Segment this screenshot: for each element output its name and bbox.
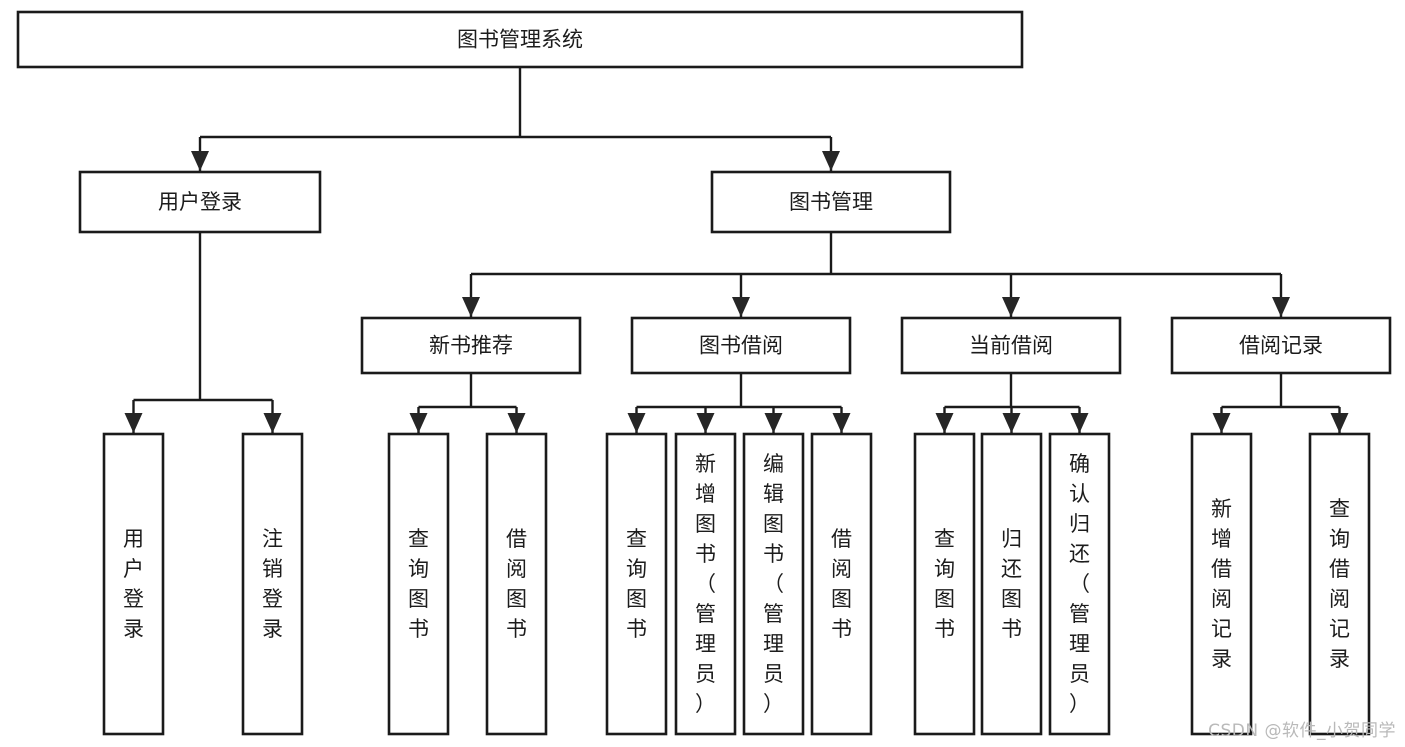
arrow-head-icon <box>627 413 646 433</box>
nodes-layer: 图书管理系统用户登录图书管理新书推荐图书借阅当前借阅借阅记录用户登录注销登录查询… <box>16 10 1392 736</box>
node-leaf-return-book-label: 归还图书 <box>1001 527 1022 641</box>
node-leaf-add-borrow-record-label: 新增借阅记录 <box>1211 497 1232 671</box>
node-leaf-edit-book-admin[interactable]: 编辑图书（管理员） <box>742 432 805 736</box>
arrow-head-icon <box>1212 413 1231 433</box>
node-current-borrow-box <box>900 316 1122 375</box>
node-book-management-box <box>710 170 952 234</box>
node-leaf-add-book-admin-box <box>674 432 737 736</box>
arrow-head-icon <box>1330 413 1349 433</box>
node-leaf-edit-book-admin-box <box>742 432 805 736</box>
arrow-head-icon <box>764 413 783 433</box>
node-leaf-add-book-admin-label: 新增图书（管理员） <box>695 452 716 716</box>
node-leaf-user-login[interactable]: 用户登录 <box>102 432 165 736</box>
node-leaf-query-books-recommend-box <box>387 432 450 736</box>
node-root-system-box <box>16 10 1024 69</box>
node-leaf-borrow-books-recommend-box <box>485 432 548 736</box>
node-current-borrow-label: 当前借阅 <box>969 334 1053 358</box>
node-leaf-logout[interactable]: 注销登录 <box>241 432 304 736</box>
arrow-head-icon <box>935 413 954 433</box>
node-book-management-label: 图书管理 <box>789 190 873 214</box>
node-borrow-record-box <box>1170 316 1392 375</box>
node-leaf-borrow-books-recommend-label: 借阅图书 <box>506 527 527 641</box>
node-leaf-borrow-books-recommend[interactable]: 借阅图书 <box>485 432 548 736</box>
node-leaf-borrow-book-label: 借阅图书 <box>831 527 852 641</box>
node-book-borrow-box <box>630 316 852 375</box>
node-new-book-recommend-box <box>360 316 582 375</box>
arrow-head-icon <box>263 413 282 433</box>
node-new-book-recommend[interactable]: 新书推荐 <box>360 316 582 375</box>
node-user-login[interactable]: 用户登录 <box>78 170 322 234</box>
node-book-borrow[interactable]: 图书借阅 <box>630 316 852 375</box>
node-leaf-user-login-box <box>102 432 165 736</box>
arrow-head-icon <box>409 413 428 433</box>
arrow-head-icon <box>732 297 750 317</box>
node-leaf-return-book[interactable]: 归还图书 <box>980 432 1043 736</box>
node-user-login-box <box>78 170 322 234</box>
node-borrow-record[interactable]: 借阅记录 <box>1170 316 1392 375</box>
node-leaf-query-books-current-box <box>913 432 976 736</box>
arrow-head-icon <box>822 151 840 171</box>
node-leaf-confirm-return-admin-label: 确认归还（管理员） <box>1069 452 1090 716</box>
node-leaf-query-books-current[interactable]: 查询图书 <box>913 432 976 736</box>
node-leaf-borrow-book-box <box>810 432 873 736</box>
arrow-head-icon <box>1002 413 1021 433</box>
node-book-borrow-label: 图书借阅 <box>699 334 783 358</box>
node-leaf-borrow-book[interactable]: 借阅图书 <box>810 432 873 736</box>
node-leaf-add-book-admin[interactable]: 新增图书（管理员） <box>674 432 737 736</box>
node-leaf-query-books-borrow[interactable]: 查询图书 <box>605 432 668 736</box>
node-leaf-add-borrow-record-box <box>1190 432 1253 736</box>
node-root-system-label: 图书管理系统 <box>457 28 583 52</box>
node-book-management[interactable]: 图书管理 <box>710 170 952 234</box>
arrow-head-icon <box>1070 413 1089 433</box>
node-user-login-label: 用户登录 <box>158 190 242 214</box>
node-leaf-query-books-recommend-label: 查询图书 <box>408 527 429 641</box>
node-leaf-confirm-return-admin-box <box>1048 432 1111 736</box>
arrow-head-icon <box>832 413 851 433</box>
edges-layer <box>124 67 1349 433</box>
arrow-head-icon <box>696 413 715 433</box>
node-leaf-edit-book-admin-label: 编辑图书（管理员） <box>763 452 784 716</box>
node-leaf-query-books-recommend[interactable]: 查询图书 <box>387 432 450 736</box>
node-leaf-query-borrow-record-box <box>1308 432 1371 736</box>
node-new-book-recommend-label: 新书推荐 <box>429 334 513 358</box>
arrow-head-icon <box>1272 297 1290 317</box>
node-root-system[interactable]: 图书管理系统 <box>16 10 1024 69</box>
node-leaf-confirm-return-admin[interactable]: 确认归还（管理员） <box>1048 432 1111 736</box>
arrow-head-icon <box>1002 297 1020 317</box>
arrow-head-icon <box>124 413 143 433</box>
node-leaf-query-books-borrow-label: 查询图书 <box>626 527 647 641</box>
arrow-head-icon <box>462 297 480 317</box>
node-leaf-return-book-box <box>980 432 1043 736</box>
node-current-borrow[interactable]: 当前借阅 <box>900 316 1122 375</box>
node-leaf-logout-label: 注销登录 <box>262 527 283 641</box>
node-leaf-add-borrow-record[interactable]: 新增借阅记录 <box>1190 432 1253 736</box>
arrow-head-icon <box>507 413 526 433</box>
arrow-head-icon <box>191 151 209 171</box>
node-leaf-user-login-label: 用户登录 <box>123 527 144 641</box>
node-leaf-query-borrow-record[interactable]: 查询借阅记录 <box>1308 432 1371 736</box>
node-borrow-record-label: 借阅记录 <box>1239 334 1323 358</box>
node-leaf-query-borrow-record-label: 查询借阅记录 <box>1329 497 1350 671</box>
node-leaf-logout-box <box>241 432 304 736</box>
node-leaf-query-books-current-label: 查询图书 <box>934 527 955 641</box>
node-leaf-query-books-borrow-box <box>605 432 668 736</box>
